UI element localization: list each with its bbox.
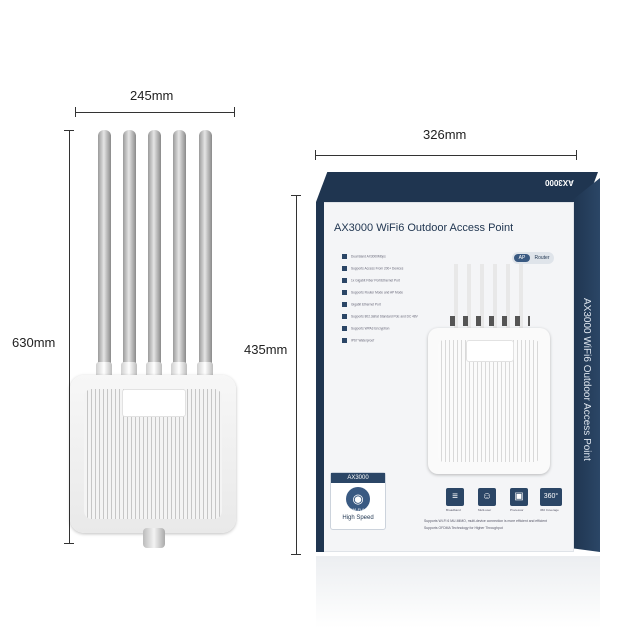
icon-caption: Multi-user <box>478 508 492 512</box>
mode-toggle-router: Router <box>534 255 550 261</box>
box-product-image <box>428 264 550 476</box>
device-width-line <box>75 112 235 113</box>
feature-item: Dual Band AX3000Mbps <box>342 254 386 259</box>
device-height-line <box>69 130 70 544</box>
box-width-tick-right <box>576 150 577 160</box>
device-height-tick-top <box>64 130 74 131</box>
box-width-line <box>315 155 577 156</box>
broadband-icon: ≡ <box>446 488 464 506</box>
antenna-base <box>146 362 162 378</box>
feature-item: Supports WPA3 Encryption <box>342 326 389 331</box>
feature-item: Supports Router Mode and AP Mode <box>342 290 403 295</box>
feature-item: Gigabit Ethernet Port <box>342 302 381 307</box>
box-top-label: AX3000 <box>545 178 574 187</box>
antenna-base <box>197 362 213 378</box>
box-antenna <box>467 264 471 330</box>
box-antenna <box>506 264 510 330</box>
icon-caption: 360 Coverage <box>540 508 559 512</box>
box-height-tick-top <box>291 195 301 196</box>
box-footer-line: Supports Wi-Fi 6 MU-MIMO, multi-device c… <box>424 519 547 523</box>
antenna <box>98 130 111 370</box>
device-height-tick-bottom <box>64 543 74 544</box>
box-device-plate <box>466 340 514 362</box>
box-height-tick-bottom <box>291 554 301 555</box>
device-height-label: 630mm <box>12 335 56 350</box>
mode-toggle-ap: AP <box>514 254 530 262</box>
device-width-tick-left <box>75 107 76 117</box>
box-antenna <box>493 264 497 330</box>
box-height-line <box>296 195 297 555</box>
feature-item: IP67 Waterproof <box>342 338 374 343</box>
icon-caption: Broadband <box>446 508 461 512</box>
antenna-base <box>121 362 137 378</box>
feature-item: Supports 802.3af/at Standard PoE and DC … <box>342 314 418 319</box>
box-top-face: AX3000 <box>316 172 598 202</box>
antenna <box>173 130 186 370</box>
box-side-text: AX3000 WiFi6 Outdoor Access Point <box>581 298 592 461</box>
device-width-tick-right <box>234 107 235 117</box>
mode-toggle: AP Router <box>512 252 554 264</box>
box-antenna-connectors <box>450 316 530 326</box>
box-antenna <box>480 264 484 330</box>
antenna <box>199 130 212 370</box>
wifi6-badge: AX3000 ◉ Wi-Fi 6 High Speed <box>330 472 386 530</box>
wifi-icon: ◉ <box>346 487 370 511</box>
antenna-base <box>96 362 112 378</box>
icon-caption: Processor <box>510 508 524 512</box>
antenna <box>123 130 136 370</box>
box-title: AX3000 WiFi6 Outdoor Access Point <box>334 222 514 234</box>
box-antenna <box>454 264 458 330</box>
badge-model: AX3000 <box>331 473 385 483</box>
badge-wifi-label: Wi-Fi 6 <box>351 507 365 512</box>
box-antenna <box>519 264 523 330</box>
antenna-base <box>171 362 187 378</box>
coverage-icon: 360° <box>540 488 562 506</box>
box-device-body <box>428 328 550 474</box>
box-front-face: AX3000 WiFi6 Outdoor Access Point AP Rou… <box>316 202 574 552</box>
device-label-plate <box>122 389 186 417</box>
feature-item: Supports Access From 200+ Devices <box>342 266 403 271</box>
box-height-label: 435mm <box>244 342 288 357</box>
box-side-face: AX3000 WiFi6 Outdoor Access Point <box>572 178 600 552</box>
antenna <box>148 130 161 370</box>
badge-caption: High Speed <box>342 515 374 521</box>
chip-icon: ▣ <box>510 488 528 506</box>
feature-item: 1x Gigabit Fiber Port/Ethernet Port <box>342 278 400 283</box>
access-point-body <box>70 375 236 533</box>
cable-connector <box>143 528 165 548</box>
device-width-label: 245mm <box>130 88 174 103</box>
box-footer-line: Supports OFDMA Technology for Higher Thr… <box>424 526 503 530</box>
users-icon: ☺ <box>478 488 496 506</box>
feature-list: Dual Band AX3000Mbps Supports Access Fro… <box>342 254 422 350</box>
box-width-tick-left <box>315 150 316 160</box>
box-width-label: 326mm <box>423 127 467 142</box>
box-front-left-strip <box>316 202 324 552</box>
box-reflection <box>316 556 600 628</box>
